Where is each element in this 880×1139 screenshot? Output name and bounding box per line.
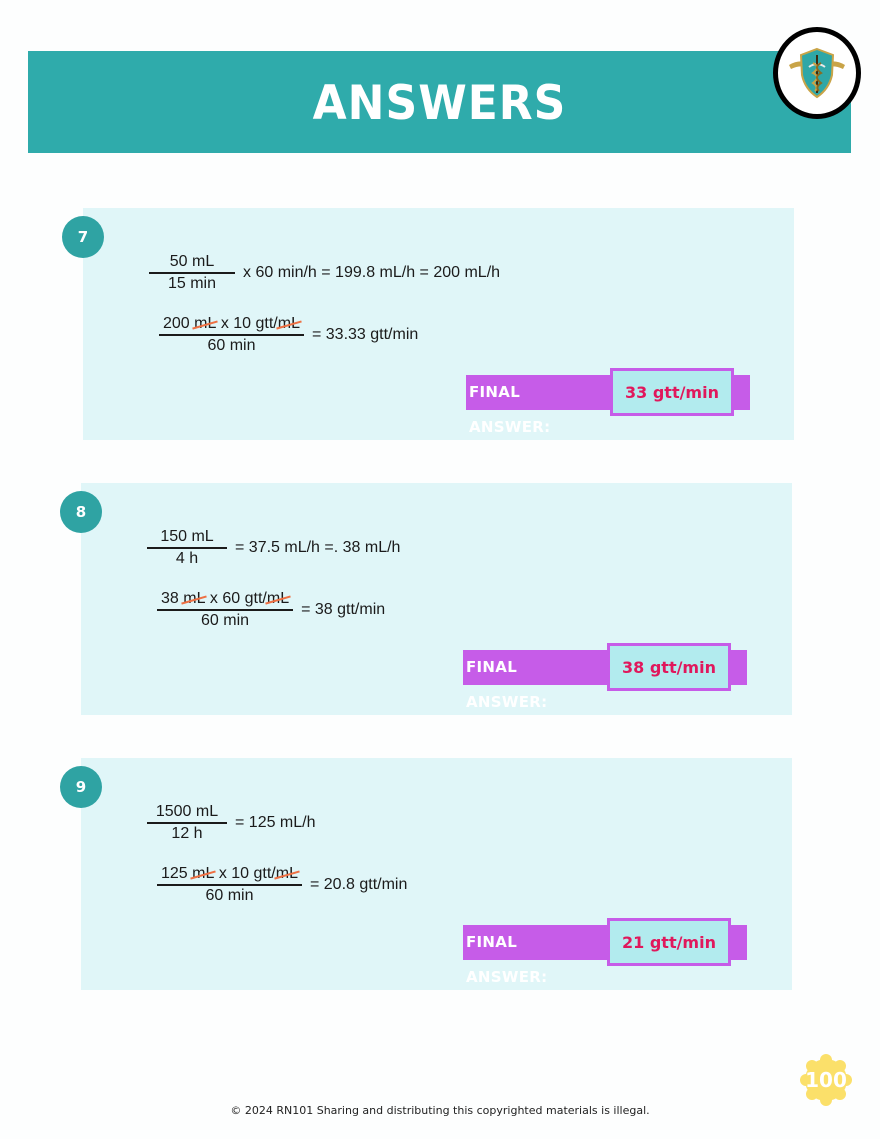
final-answer-value: 21 gtt/min [607,918,731,966]
fraction-bar [147,547,227,549]
equation-result: = 33.33 gtt/min [311,326,419,343]
fraction-bar [157,609,294,611]
copyright-footer: © 2024 RN101 Sharing and distributing th… [230,1104,650,1117]
equation-line-2: 38 mL x 60 gtt/mL 60 min = 38 gtt/min [157,589,385,631]
numerator: 38 mL x 60 gtt/mL [161,590,290,607]
numerator: 125 mL x 10 gtt/mL [161,865,298,882]
fraction: 125 mL x 10 gtt/mL 60 min [157,864,302,906]
final-answer-value: 38 gtt/min [607,643,731,691]
equation-line-1: 1500 mL 12 h = 125 mL/h [147,802,316,844]
question-number-badge: 9 [60,766,102,808]
denominator: 60 min [201,612,250,629]
fraction-bar [159,334,304,336]
final-answer-label: FINAL ANSWER: [469,383,551,436]
fraction: 50 mL 15 min [149,252,235,294]
fraction: 38 mL x 60 gtt/mL 60 min [157,589,294,631]
cancelled-unit: mL [183,590,206,607]
numerator: 50 mL [169,253,215,270]
equation-line-1: 150 mL 4 h = 37.5 mL/h =. 38 mL/h [147,527,400,569]
equation-result: = 125 mL/h [235,814,316,831]
equation-line-1: 50 mL 15 min x 60 min/h = 199.8 mL/h = 2… [149,252,500,294]
answer-card-7: 7 50 mL 15 min x 60 min/h = 199.8 mL/h =… [62,208,794,440]
final-answer-label: FINAL ANSWER: [466,658,548,711]
answer-card-9: 9 1500 mL 12 h = 125 mL/h 125 mL x 10 gt… [60,758,792,990]
numerator: 200 mL x 10 gtt/mL [163,315,300,332]
equation-result: x 60 min/h = 199.8 mL/h = 200 mL/h [243,264,501,281]
numerator: 150 mL [160,528,214,545]
denominator: 12 h [171,825,203,842]
denominator: 15 min [167,275,217,292]
denominator: 60 min [205,887,254,904]
question-number-badge: 8 [60,491,102,533]
denominator: 4 h [175,550,199,567]
logo [773,27,861,119]
cancelled-unit: mL [275,865,298,882]
cancelled-unit: mL [192,865,215,882]
page-number-badge: 100 [800,1054,852,1106]
equation-result: = 20.8 gtt/min [309,876,408,893]
final-answer-value: 33 gtt/min [610,368,734,416]
page-title: ANSWERS [312,75,567,131]
denominator: 60 min [207,337,256,354]
equation-line-2: 200 mL x 10 gtt/mL 60 min = 33.33 gtt/mi… [159,314,418,356]
page-number: 100 [805,1068,847,1092]
numerator: 1500 mL [155,803,219,820]
fraction: 1500 mL 12 h [147,802,227,844]
caduceus-shield-logo-icon [789,47,845,99]
header-bar: ANSWERS [28,51,851,153]
question-number-badge: 7 [62,216,104,258]
cancelled-unit: mL [194,315,217,332]
fraction-bar [157,884,302,886]
equation-result: = 37.5 mL/h =. 38 mL/h [235,539,401,556]
cancelled-unit: mL [266,590,290,607]
equation-line-2: 125 mL x 10 gtt/mL 60 min = 20.8 gtt/min [157,864,407,906]
scalloped-badge-icon [800,1054,852,1106]
equation-result: = 38 gtt/min [301,601,386,618]
fraction: 150 mL 4 h [147,527,227,569]
fraction: 200 mL x 10 gtt/mL 60 min [159,314,304,356]
fraction-bar [149,272,235,274]
cancelled-unit: mL [277,315,300,332]
final-answer-label: FINAL ANSWER: [466,933,548,986]
fraction-bar [147,822,227,824]
answer-card-8: 8 150 mL 4 h = 37.5 mL/h =. 38 mL/h 38 m… [60,483,792,715]
